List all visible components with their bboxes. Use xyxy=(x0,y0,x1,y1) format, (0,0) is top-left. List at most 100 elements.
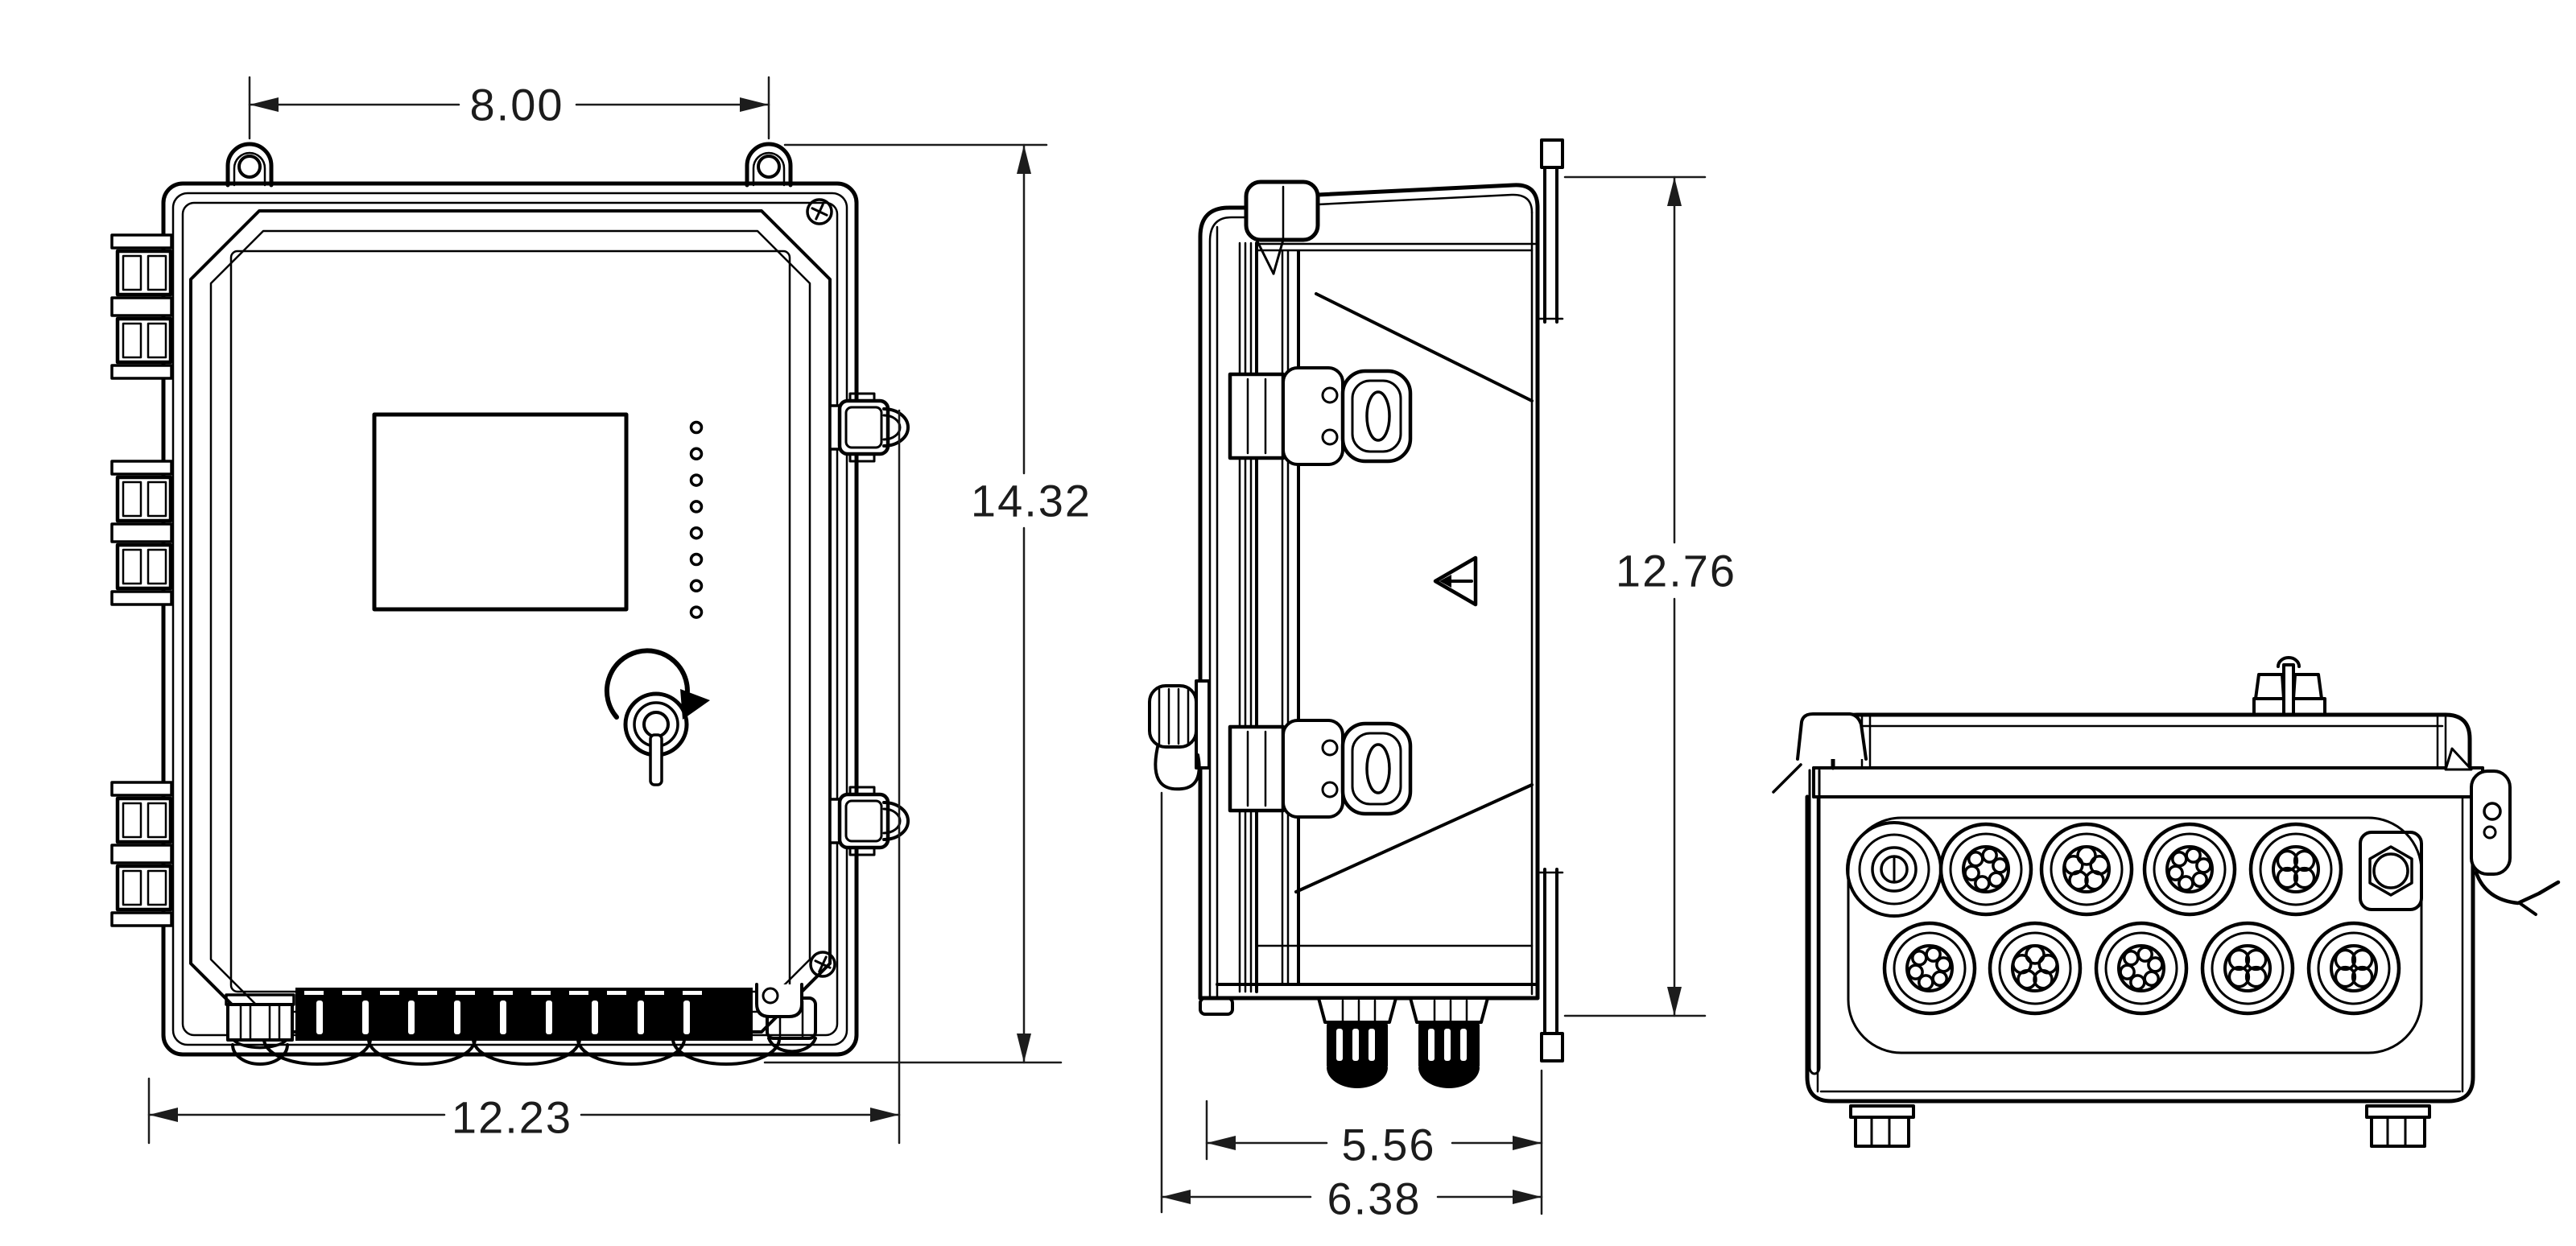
arrowhead-right xyxy=(1513,1190,1542,1204)
latch-keeper xyxy=(1340,369,1413,464)
port-hole xyxy=(1911,950,1928,967)
gland-slit xyxy=(1352,1029,1359,1061)
hinge xyxy=(110,233,173,380)
hinge-pad xyxy=(147,481,167,518)
hinge-bracket xyxy=(110,590,173,606)
port-hole xyxy=(2129,974,2146,991)
gland-slit xyxy=(638,1001,644,1034)
dim-overall-width: 12.23 xyxy=(147,409,901,1145)
enclosure-rim-inner xyxy=(181,201,839,1037)
gland-slit xyxy=(592,1001,598,1034)
gland-slit xyxy=(1428,1029,1435,1061)
lock-key-slot xyxy=(649,733,663,786)
lug-hole xyxy=(762,987,779,1005)
arrowhead-down xyxy=(1667,987,1682,1016)
port-plate xyxy=(2223,944,2272,992)
side-cable-gland xyxy=(1317,996,1397,1088)
bracket-hook xyxy=(1321,739,1339,757)
foot-lip xyxy=(2365,1104,2431,1119)
port-hole xyxy=(2025,944,2046,965)
led-indicator-column xyxy=(689,420,704,619)
hinge-knuckle xyxy=(115,475,173,523)
latch-plate xyxy=(2470,769,2512,876)
hinge-bracket xyxy=(110,911,173,927)
hinge-pad xyxy=(147,548,167,585)
lock-rotation-arrowhead xyxy=(680,689,710,720)
keeper-slot xyxy=(1365,743,1391,794)
bail-loop xyxy=(1808,1066,1821,1075)
gland-band-slits xyxy=(304,991,702,1034)
hinge-pad xyxy=(147,869,167,906)
arrowhead-left xyxy=(1207,1136,1236,1150)
port-hole xyxy=(1918,974,1934,991)
port-plate xyxy=(1905,944,1954,992)
hinge-pad xyxy=(122,254,142,291)
led-dot xyxy=(689,605,704,619)
port-hole xyxy=(1988,871,2004,888)
bracket-hook xyxy=(1321,428,1339,446)
port-hole xyxy=(2334,948,2357,972)
side-bottom-glands xyxy=(1317,996,1489,1088)
corner-screw-bottom-right xyxy=(809,951,836,978)
gland-dash xyxy=(304,991,324,995)
gland-slit xyxy=(546,1001,552,1034)
port-hole xyxy=(2178,875,2194,892)
hinge-pad xyxy=(122,322,142,359)
display-window xyxy=(372,412,629,612)
latch-bracket xyxy=(1282,366,1344,466)
dim-text-12.23: 12.23 xyxy=(452,1092,572,1143)
dim-overall-depth: 6.38 xyxy=(1160,791,1543,1224)
gland-slit xyxy=(454,1001,460,1034)
cable-port-array xyxy=(1846,821,2401,1016)
port-hole xyxy=(2084,870,2105,891)
gland-slit xyxy=(1460,1029,1467,1061)
port-outer xyxy=(2306,921,2401,1016)
gland-slit xyxy=(500,1001,506,1034)
port-hole xyxy=(2244,965,2268,988)
hinge xyxy=(110,460,173,606)
mounting-tab-right xyxy=(745,142,793,188)
port-hole xyxy=(1967,851,1984,868)
door-edge-outer xyxy=(1198,205,1249,1001)
latch-dring-outer xyxy=(882,407,910,448)
front-latch xyxy=(828,786,910,856)
port-mid xyxy=(2153,832,2227,906)
cable-port-4-hole xyxy=(2306,921,2401,1016)
arrowhead-up xyxy=(1667,177,1682,206)
hex-plug-bore xyxy=(2372,852,2409,889)
led-dot xyxy=(689,447,704,461)
hex-gland-nut xyxy=(226,1003,294,1042)
latch-body-inner xyxy=(844,406,883,449)
gland-dash xyxy=(531,991,551,995)
gland-dash xyxy=(569,991,588,995)
cable-port-slot xyxy=(1846,821,1942,918)
hinge-bracket xyxy=(110,781,173,797)
hinge-bracket xyxy=(110,844,173,864)
gland-band xyxy=(295,988,753,1041)
mount-flange-top xyxy=(1536,138,1564,324)
gland-nut-bumps xyxy=(262,1038,781,1066)
screw-slot xyxy=(815,203,824,221)
hinge-column xyxy=(110,233,173,927)
front-bottom-glands xyxy=(225,983,817,1066)
side-latch xyxy=(1228,719,1413,819)
dim-text-5.56: 5.56 xyxy=(1342,1120,1436,1170)
gland-dash xyxy=(683,991,702,995)
hinge-pad xyxy=(147,254,167,291)
hinge-knuckle xyxy=(115,316,173,365)
port-hole xyxy=(2191,871,2208,888)
foot xyxy=(1849,1104,1915,1148)
tab-hole xyxy=(757,155,781,179)
latch-keeper xyxy=(1340,721,1413,816)
right-latch xyxy=(2444,747,2561,916)
lid-top-outer xyxy=(1315,183,1540,210)
side-view xyxy=(1148,138,1564,1088)
port-plate xyxy=(1962,845,2010,893)
vent-cap xyxy=(2277,656,2301,668)
latch-bail-tail xyxy=(2518,901,2537,916)
gland-dash xyxy=(607,991,626,995)
port-mid xyxy=(1998,931,2072,1005)
left-latch-keeper xyxy=(1772,712,1868,1075)
vent-plug xyxy=(2252,656,2326,716)
